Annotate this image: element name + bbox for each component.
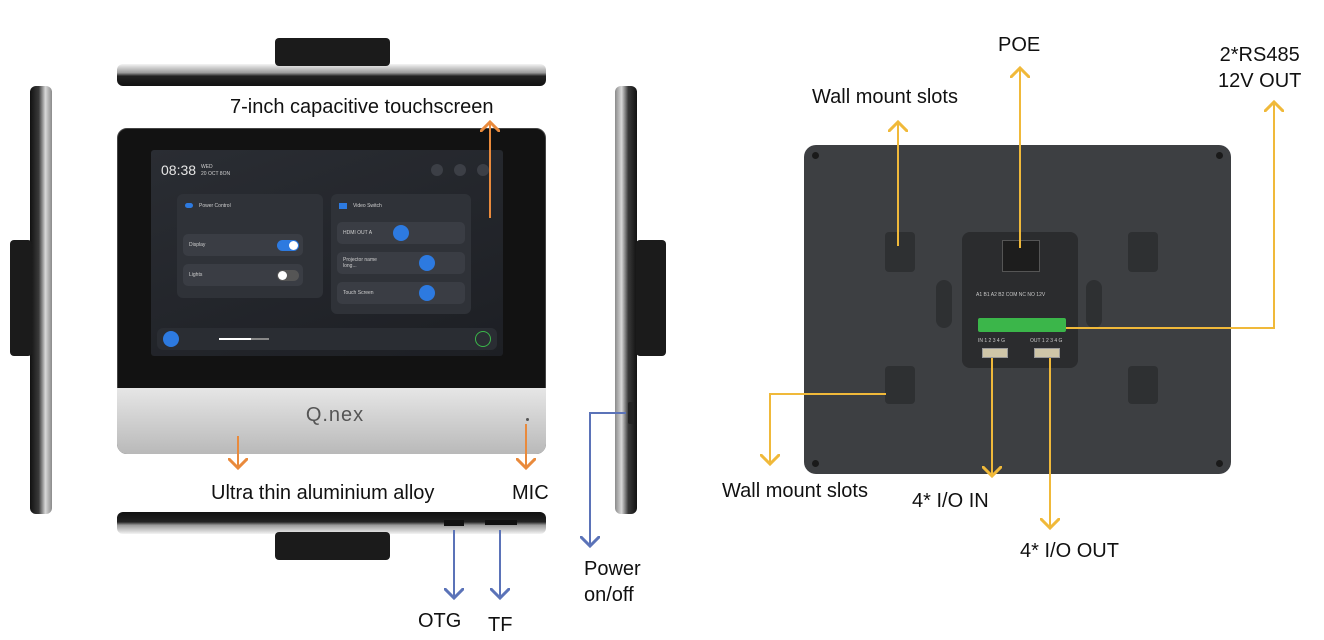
settings-icon	[477, 164, 489, 176]
screw	[812, 460, 819, 467]
wall-mount-bottom-callout: Wall mount slots	[722, 480, 868, 502]
alloy-callout: Ultra thin aluminium alloy	[211, 482, 435, 504]
tf-callout: TF	[488, 614, 513, 636]
wall-mount-slot	[1128, 232, 1158, 272]
display-row: Display	[183, 234, 303, 256]
mic-callout: MIC	[512, 482, 549, 504]
power-callout-line2: on/off	[584, 584, 634, 606]
side-slot	[1086, 280, 1102, 328]
projector-select-button	[419, 255, 435, 271]
screen-date: 20 OCT 8ON	[201, 171, 231, 177]
lights-label: Lights	[189, 272, 203, 278]
screw	[812, 152, 819, 159]
brand-logo: Q.nex	[305, 404, 365, 426]
video-switch-card: Video Switch HDMI OUT A Projector name l…	[331, 194, 471, 314]
power-button	[628, 402, 634, 424]
lights-row: Lights	[183, 264, 303, 286]
aluminium-chin	[117, 388, 546, 454]
wall-mount-top-callout: Wall mount slots	[812, 86, 958, 108]
touch-screen-row: Touch Screen	[337, 282, 465, 304]
touchscreen-callout: 7-inch capacitive touchscreen	[230, 96, 494, 118]
tf-slot	[485, 520, 517, 525]
wall-mount-bottom-arrow	[770, 393, 886, 464]
bell-icon	[454, 164, 466, 176]
io-in-port	[982, 348, 1008, 358]
projector-label: Projector name long...	[343, 257, 377, 269]
top-bracket	[275, 38, 390, 66]
rs485-callout: 2*RS485 12V OUT	[1218, 42, 1301, 94]
wall-mount-slot	[885, 366, 915, 404]
lock-icon	[475, 331, 491, 347]
touch-screen-select-button	[419, 285, 435, 301]
touch-screen-label: Touch Screen	[343, 290, 374, 296]
bottom-bracket	[275, 532, 390, 560]
top-edge-view	[117, 64, 546, 86]
power-control-card: Power Control Display Lights	[177, 194, 323, 298]
wall-mount-slot	[885, 232, 915, 272]
screw	[1216, 152, 1223, 159]
power-arrow	[590, 412, 626, 546]
power-icon	[163, 331, 179, 347]
wall-mount-slot	[1128, 366, 1158, 404]
power-callout-line1: Power	[584, 558, 641, 580]
io-in-small-label: IN 1 2 3 4 G	[978, 338, 1005, 344]
rs485-callout-line1: 2*RS485	[1219, 44, 1300, 66]
otg-port	[444, 520, 464, 526]
io-out-callout: 4* I/O OUT	[1020, 540, 1119, 562]
lights-toggle	[277, 270, 299, 281]
side-slot	[936, 280, 952, 328]
io-out-port	[1034, 348, 1060, 358]
hdmi-row: HDMI OUT A	[337, 222, 465, 244]
hdmi-select-button	[393, 225, 409, 241]
rs485-arrow	[1066, 102, 1274, 329]
io-in-callout: 4* I/O IN	[912, 490, 989, 512]
otg-callout: OTG	[418, 610, 462, 632]
rs485-terminal-block	[978, 318, 1066, 332]
hdmi-label: HDMI OUT A	[343, 230, 373, 236]
volume-slider	[219, 338, 269, 340]
poe-callout: POE	[998, 34, 1041, 56]
screen-day: WED	[201, 164, 213, 170]
touchscreen-display: 08:38 WED 20 OCT 8ON Power Control Displ…	[151, 150, 503, 356]
io-out-small-label: OUT 1 2 3 4 G	[1030, 338, 1063, 344]
rs485-callout-line2: 12V OUT	[1218, 70, 1302, 92]
power-control-icon	[185, 203, 193, 208]
right-bracket	[636, 240, 666, 356]
left-side-view	[30, 86, 52, 514]
video-switch-title: Video Switch	[353, 203, 382, 209]
mic-hole	[526, 418, 529, 421]
edit-icon	[431, 164, 443, 176]
power-callout: Power on/off	[584, 556, 641, 608]
screw	[1216, 460, 1223, 467]
display-toggle	[277, 240, 299, 251]
power-control-title: Power Control	[199, 203, 231, 209]
terminal-label: A1 B1 A2 B2 COM NC NO 12V	[976, 292, 1046, 298]
display-label: Display	[189, 242, 206, 248]
projector-row: Projector name long...	[337, 252, 465, 274]
bottom-dock	[157, 328, 497, 350]
left-bracket	[10, 240, 32, 356]
video-switch-icon	[339, 203, 347, 209]
screen-time: 08:38	[161, 162, 197, 178]
